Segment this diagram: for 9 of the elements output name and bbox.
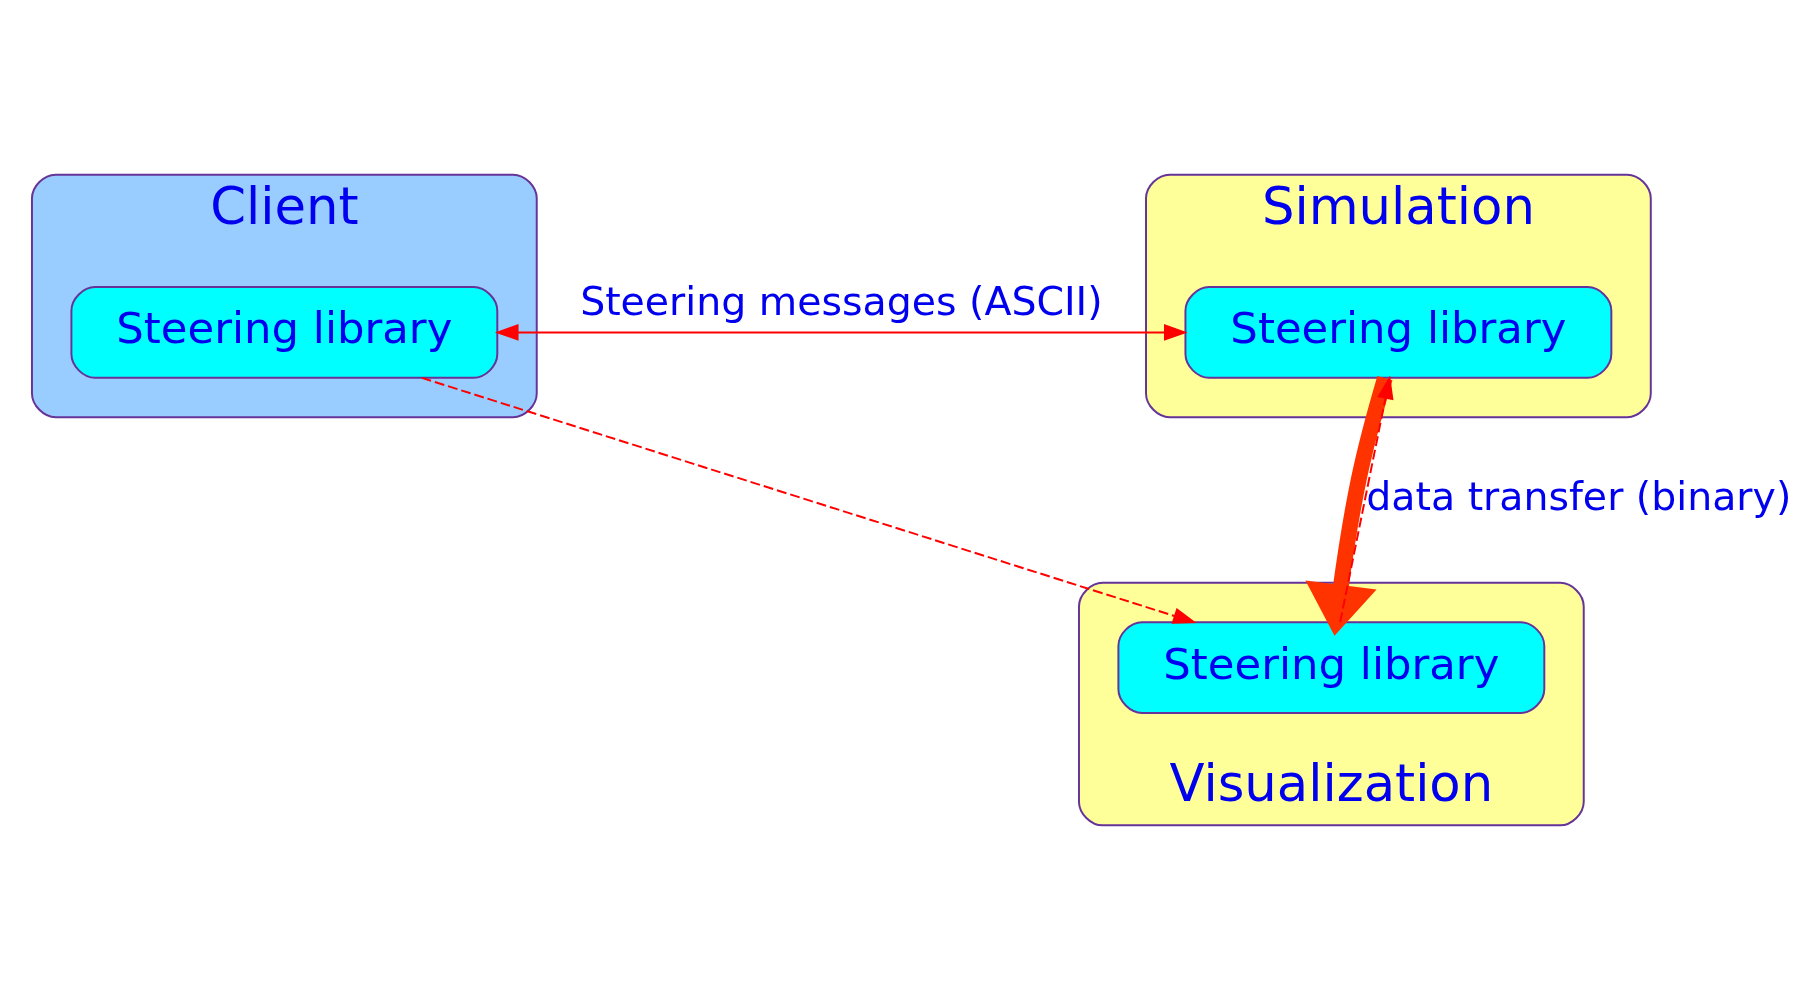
arrow [1339,375,1394,623]
edge-label: data transfer (binary) [1366,472,1792,519]
edge-label: Steering messages (ASCII) [580,277,1103,324]
node-box: Steering library [1184,286,1613,379]
node-box: Steering library [70,286,499,379]
arrow [420,376,1197,624]
arrow [494,324,1188,341]
arrow [1305,375,1393,636]
node-box: Steering library [1117,621,1546,714]
